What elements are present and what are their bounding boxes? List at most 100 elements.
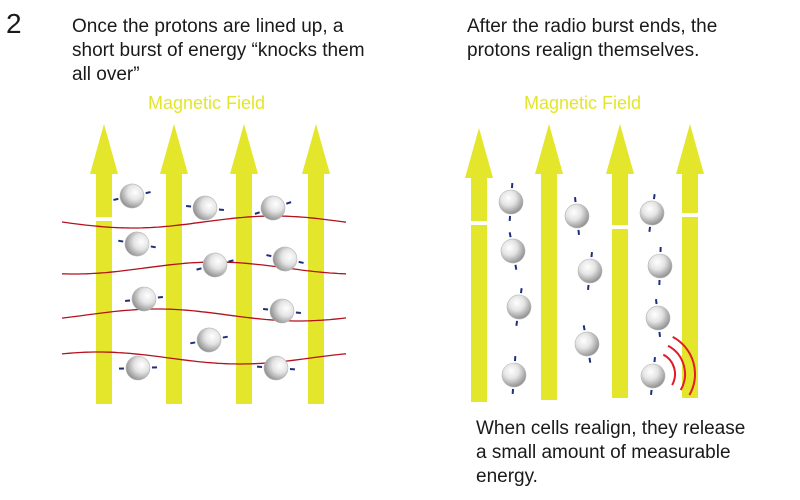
spin-axis xyxy=(266,254,272,258)
right-caption-line: protons realign themselves. xyxy=(467,40,700,61)
field-arrow-icon xyxy=(465,128,493,402)
spin-axis xyxy=(648,226,652,232)
proton-icon xyxy=(118,355,158,381)
arrow-shaft xyxy=(682,217,698,398)
bottom-caption-line: When cells realign, they release xyxy=(476,418,746,439)
proton-icon xyxy=(190,327,228,353)
field-arrow-icon xyxy=(302,124,330,404)
proton-sphere xyxy=(498,189,524,215)
arrow-shaft xyxy=(682,172,698,213)
right-caption-line: After the radio burst ends, the xyxy=(467,16,718,37)
spin-axis xyxy=(228,259,234,263)
proton-icon xyxy=(645,298,671,338)
spin-axis xyxy=(157,296,164,299)
bottom-caption-line: energy. xyxy=(476,466,538,487)
proton-sphere xyxy=(263,355,289,381)
signal-arc xyxy=(672,336,697,396)
arrow-head xyxy=(160,124,188,174)
proton-sphere xyxy=(125,355,151,381)
field-arrow-icon xyxy=(230,124,258,404)
proton-sphere xyxy=(119,183,145,209)
proton-icon xyxy=(577,251,603,291)
proton-icon xyxy=(640,356,666,396)
proton-icon xyxy=(639,194,665,232)
proton-sphere xyxy=(260,195,286,221)
arrow-shaft xyxy=(612,229,628,398)
signal-arc xyxy=(667,344,686,391)
arrow-head xyxy=(230,124,258,174)
right-field-arrows xyxy=(465,124,704,402)
arrow-head xyxy=(465,128,493,178)
proton-sphere xyxy=(577,258,603,284)
right-protons xyxy=(498,182,673,396)
spin-axis xyxy=(295,311,302,314)
arrow-head xyxy=(535,124,563,174)
spin-axis xyxy=(286,201,292,205)
proton-icon xyxy=(500,232,526,270)
arrow-shaft xyxy=(612,172,628,225)
left-field-arrows xyxy=(90,124,330,404)
spin-axis xyxy=(298,260,304,264)
spin-axis xyxy=(218,208,225,211)
spin-axis xyxy=(655,298,658,305)
proton-sphere xyxy=(202,252,228,278)
field-arrow-icon xyxy=(606,124,634,398)
signal-arc xyxy=(662,353,677,386)
spin-axis xyxy=(515,320,519,326)
field-arrow-icon xyxy=(160,124,188,404)
spin-axis xyxy=(519,288,523,294)
arrow-head xyxy=(302,124,330,174)
proton-sphere xyxy=(640,363,666,389)
spin-axis xyxy=(254,211,260,215)
arrow-shaft xyxy=(96,172,112,217)
proton-icon xyxy=(118,231,156,257)
spin-axis xyxy=(118,239,124,243)
spin-axis xyxy=(185,205,192,208)
left-field-label: Magnetic Field xyxy=(148,93,266,113)
proton-icon xyxy=(498,182,524,222)
left-protons xyxy=(113,183,304,381)
spin-axis xyxy=(658,331,661,338)
proton-icon xyxy=(647,246,673,286)
field-arrow-icon xyxy=(535,124,563,400)
proton-sphere xyxy=(124,231,150,257)
proton-icon xyxy=(196,252,234,278)
arrow-head xyxy=(676,124,704,174)
spin-axis xyxy=(650,389,653,396)
proton-sphere xyxy=(196,327,222,353)
spin-axis xyxy=(514,264,518,270)
spin-axis xyxy=(190,341,196,345)
spin-axis xyxy=(577,229,580,236)
arrow-shaft xyxy=(166,172,182,404)
proton-sphere xyxy=(647,253,673,279)
proton-sphere xyxy=(272,246,298,272)
proton-icon xyxy=(564,196,590,236)
arrow-head xyxy=(606,124,634,174)
signal-arcs-icon xyxy=(662,336,697,396)
proton-sphere xyxy=(131,286,157,312)
spin-axis xyxy=(652,194,656,200)
radio-wave xyxy=(61,351,347,365)
arrow-shaft xyxy=(308,172,324,404)
spin-axis xyxy=(222,335,228,339)
step-number: 2 xyxy=(6,8,22,39)
spin-axis xyxy=(590,251,593,258)
proton-icon xyxy=(262,298,302,324)
proton-icon xyxy=(185,195,225,221)
spin-axis xyxy=(196,267,202,271)
spin-axis xyxy=(508,232,512,238)
spin-axis xyxy=(574,196,577,203)
proton-sphere xyxy=(192,195,218,221)
arrow-shaft xyxy=(236,172,252,404)
left-caption-line: short burst of energy “knocks them xyxy=(72,40,365,61)
spin-axis xyxy=(587,284,590,291)
proton-icon xyxy=(124,286,164,312)
proton-sphere xyxy=(500,238,526,264)
proton-icon xyxy=(501,355,527,395)
left-caption-line: all over” xyxy=(72,64,140,85)
spin-axis xyxy=(113,197,119,201)
proton-icon xyxy=(574,325,600,363)
proton-icon xyxy=(266,246,304,272)
proton-sphere xyxy=(639,200,665,226)
proton-icon xyxy=(256,355,296,381)
